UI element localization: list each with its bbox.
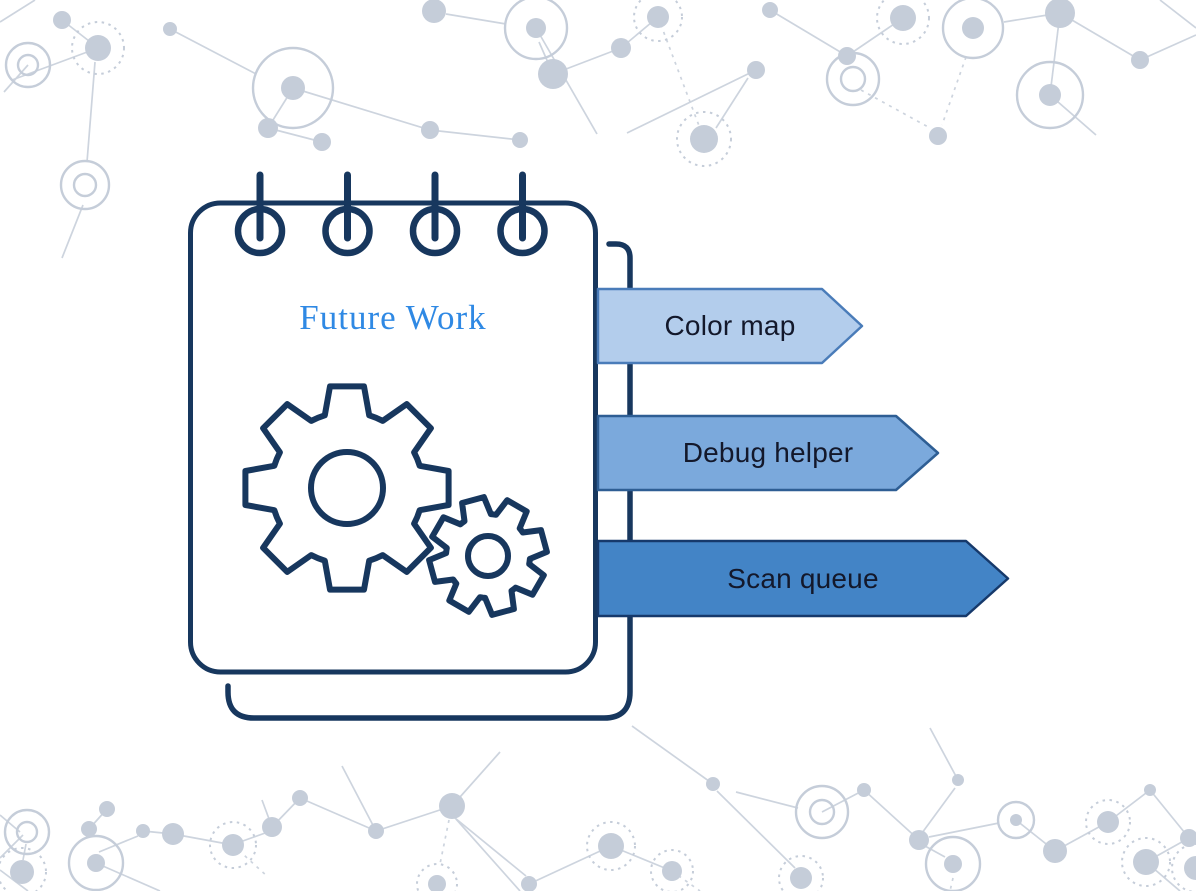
network-pattern-bottom-icon	[0, 725, 1196, 891]
arrow-label-color-map: Color map	[664, 310, 796, 341]
network-pattern-top-icon	[0, 0, 1196, 259]
arrow-shape-scan-queue	[596, 539, 1010, 618]
binder-rings-icon	[234, 171, 548, 257]
arrow-list	[596, 287, 1010, 618]
arrow-label-debug-helper: Debug helper	[682, 437, 854, 468]
slide-title: Future Work	[299, 298, 487, 337]
gears-icon	[242, 383, 550, 618]
arrow-shape-debug-helper	[596, 414, 940, 492]
arrow-shape-color-map	[596, 287, 864, 365]
notepad-back-page	[225, 241, 633, 721]
arrow-label-scan-queue: Scan queue	[727, 562, 879, 594]
